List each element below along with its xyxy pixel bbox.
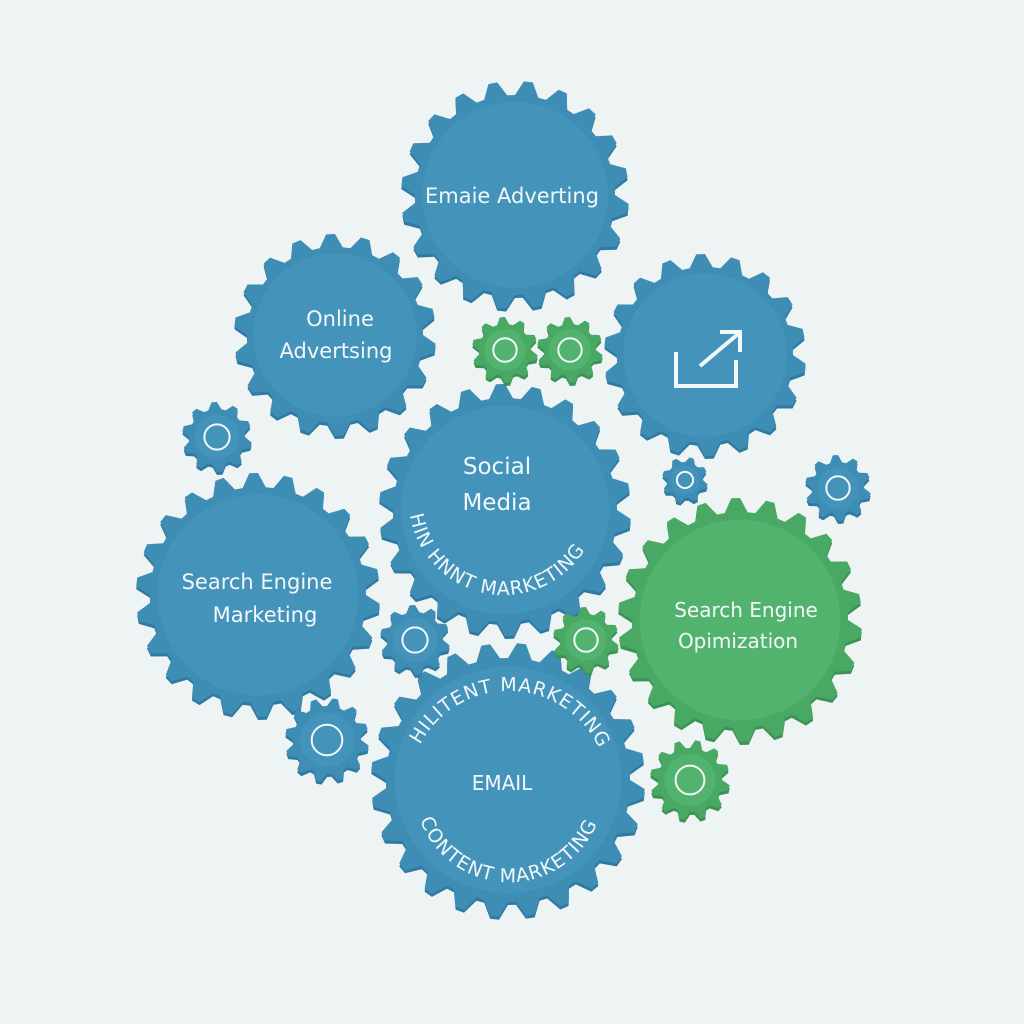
small-gear-9 [650,740,730,823]
gear-label-seo-1: Search Engine [674,598,818,622]
gear-search-engine-marketing [136,473,380,720]
chart-icon [557,337,583,363]
bell-icon [492,337,518,363]
chart-arrow-icon [674,330,742,388]
document-icon [674,764,706,796]
small-gear-1 [472,317,538,386]
globe-icon [675,470,695,490]
small-gear-8 [285,698,369,785]
gear-label-social-media-2: Media [462,490,531,516]
gear-search-engine-optimization [618,498,862,745]
connections-icon [310,723,344,757]
gear-label-online-advertising-2: Advertsing [280,339,393,363]
network-icon [203,423,231,451]
gear-label-sem-2: Marketing [213,603,318,627]
check-icon [573,627,599,653]
small-gear-6 [380,605,450,678]
small-gear-2 [537,317,603,386]
small-gear-7 [553,607,619,676]
small-gear-3 [182,402,252,475]
small-gear-4 [662,457,708,506]
gear-label-social-media-1: Social [463,454,531,480]
gear-label-sem-1: Search Engine [182,570,333,594]
person-icon [825,475,851,501]
gear-label-online-advertising-1: Online [306,307,374,331]
gear-label-email-advertising: Emaie Adverting [425,184,599,208]
user-icon [401,626,429,654]
gear-email-content [371,643,645,920]
small-gear-5 [805,455,871,524]
gear-email-advertising [401,81,629,312]
gear-growth-chart [604,254,806,459]
gear-label-email: EMAIL [472,771,533,795]
gear-social-media [379,384,631,639]
gear-online-advertising [234,234,436,439]
gear-label-seo-2: Opimization [678,629,798,653]
